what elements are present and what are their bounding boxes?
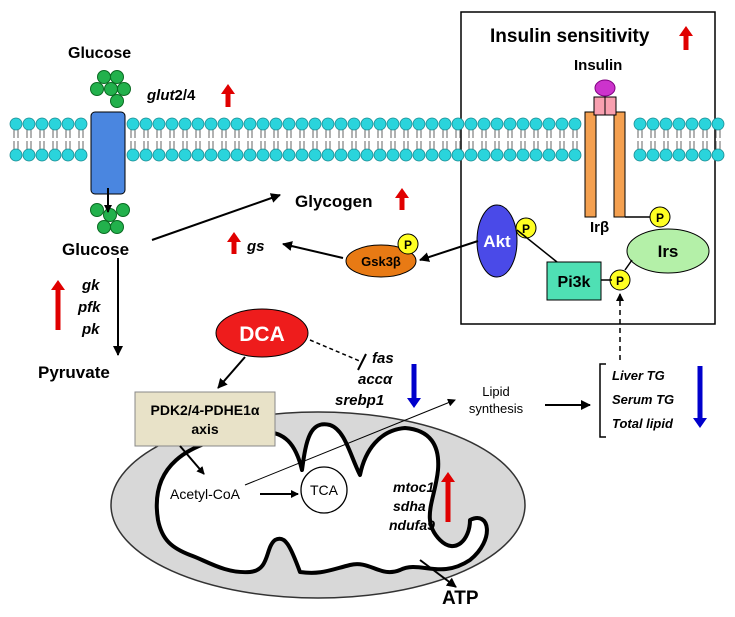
acetyl-coa-label: Acetyl-CoA — [170, 486, 241, 502]
glucose-out-label: Glucose — [68, 45, 131, 62]
dca-node — [215, 308, 309, 358]
phospho-akt-label: P — [522, 222, 530, 236]
lipogenic-gene-srebp1: srebp1 — [335, 392, 384, 409]
up-arrow-glycogen — [395, 188, 409, 210]
pi3k-label: Pi3k — [558, 274, 591, 291]
lipid-outcome-liver: Liver TG — [612, 368, 665, 383]
lipid-outcome-total: Total lipid — [612, 416, 674, 431]
insulin-label: Insulin — [574, 57, 622, 74]
arrow-mito-atp — [419, 559, 457, 588]
up-arrow-glycolysis — [51, 280, 65, 330]
gsk3b-label: Gsk3β — [361, 254, 401, 269]
inset-title: Insulin sensitivity — [490, 26, 650, 47]
inhibit-bar — [357, 353, 367, 371]
insulin-molecule — [594, 79, 616, 97]
lipogenic-gene-acc: accα — [358, 371, 393, 388]
glut-transporter — [90, 111, 126, 195]
glut-label: glut2/4 — [146, 87, 196, 104]
lipogenic-gene-fas: fas — [372, 350, 394, 367]
insulin-receptor — [584, 96, 626, 218]
phospho-gsk3b — [397, 233, 419, 255]
up-arrow-gs — [227, 232, 241, 254]
gsk3b-node — [345, 244, 417, 278]
glycolysis-gene-gk: gk — [81, 277, 100, 294]
glucose-molecules-in — [90, 203, 130, 234]
mitochondrion — [110, 411, 526, 599]
down-arrow-lipid-outcomes — [693, 366, 707, 428]
pathway-arrows — [104, 188, 591, 588]
glycolysis-gene-pfk: pfk — [77, 299, 101, 316]
pdk-axis-box — [134, 391, 276, 447]
lipid-synthesis-line1: Lipid — [482, 384, 509, 399]
phospho-pi3k-label: P — [616, 274, 624, 288]
down-arrow-lipogenic — [407, 364, 421, 408]
dca-label: DCA — [239, 323, 285, 346]
receptor-label: Irβ — [590, 219, 609, 236]
arrow-acetyl-synthesis — [244, 398, 456, 486]
phospho-gsk3b-label: P — [404, 238, 412, 252]
pdk-axis-line1: PDK2/4-PDHE1α — [151, 402, 260, 418]
irs-node — [626, 228, 710, 274]
mito-gene-mtoc1: mtoc1 — [393, 479, 434, 495]
lipid-outcome-serum: Serum TG — [612, 392, 674, 407]
connectors — [516, 216, 650, 281]
up-arrow-glut — [221, 84, 235, 107]
arrow-dca-axis — [217, 356, 246, 389]
akt-label: Akt — [483, 232, 511, 251]
glycogen-label: Glycogen — [295, 192, 372, 211]
atp-label: ATP — [442, 588, 479, 609]
cell-membrane — [9, 117, 725, 162]
mito-gene-ndufa9: ndufa9 — [389, 517, 435, 533]
insulin-inset-box — [460, 11, 716, 325]
gs-label: gs — [246, 238, 265, 255]
irs-label: Irs — [658, 242, 679, 261]
glucose-molecules-out — [90, 70, 131, 108]
up-arrow-insulin-sensitivity — [679, 26, 693, 50]
tca-circle — [300, 466, 348, 514]
phospho-receptor-label: P — [656, 211, 664, 225]
arrow-axis-acetyl — [179, 445, 205, 475]
inhibit-dca-fas-dashed — [309, 339, 363, 363]
pi3k-node — [546, 261, 602, 301]
arrow-akt-gsk — [419, 240, 479, 262]
mito-gene-sdha: sdha — [393, 498, 426, 514]
pdk-axis-line2: axis — [191, 421, 218, 437]
regulation-arrows — [51, 26, 707, 522]
pyruvate-label: Pyruvate — [38, 363, 110, 382]
lipid-synthesis-line2: synthesis — [469, 401, 524, 416]
glucose-in-label: Glucose — [62, 240, 129, 259]
up-arrow-mito-genes — [441, 472, 455, 522]
arrow-glucose-glycogen — [151, 193, 281, 241]
tca-label: TCA — [310, 482, 339, 498]
arrow-gsk-gs — [282, 241, 344, 259]
glycolysis-gene-pk: pk — [81, 321, 100, 338]
lipid-bracket — [599, 363, 606, 438]
